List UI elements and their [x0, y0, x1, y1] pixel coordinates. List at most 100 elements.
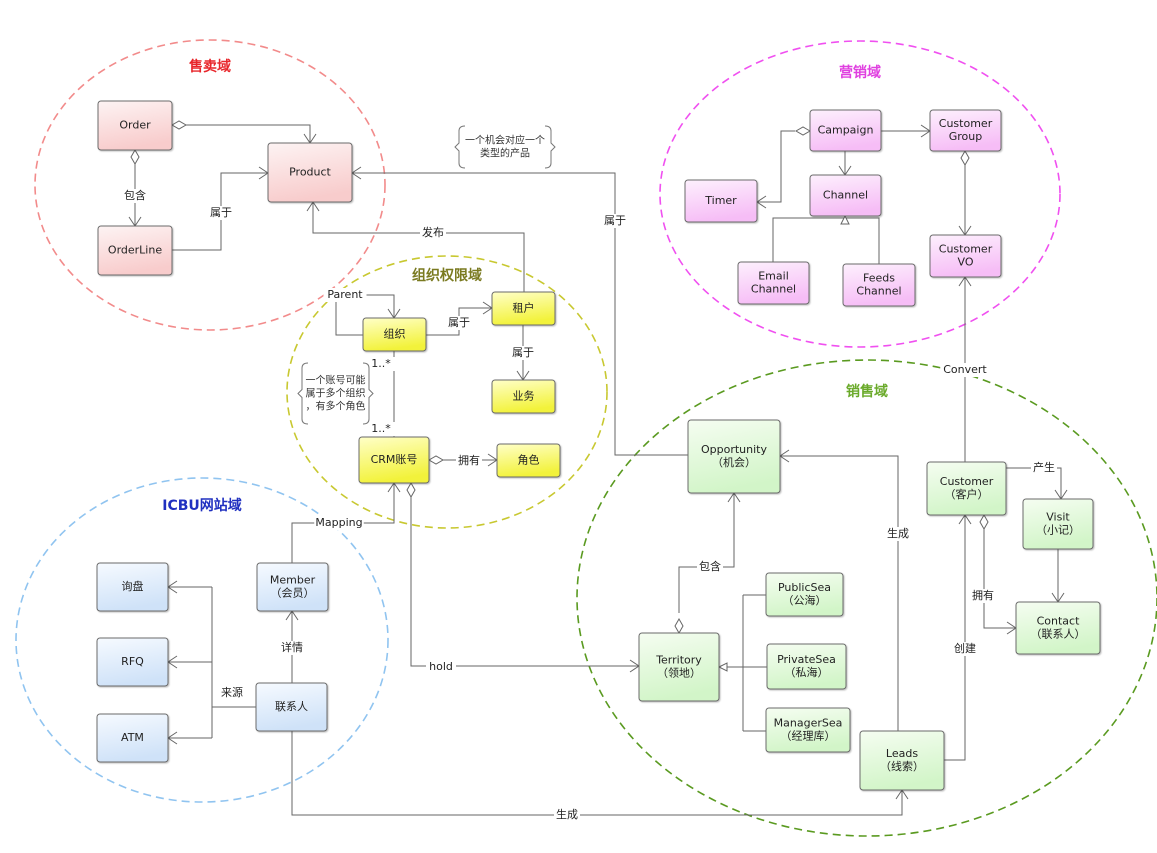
node-customer[interactable]: Customer（客户） [926, 461, 1007, 516]
connector [845, 217, 880, 264]
node-label: 组织 [384, 327, 406, 341]
edge-label-convert: Convert [943, 363, 987, 376]
node-visit[interactable]: Visit（小记） [1022, 498, 1094, 550]
node-label: PublicSea [778, 581, 831, 594]
domain-title: 组织权限域 [412, 267, 482, 284]
label-bg [279, 641, 305, 655]
node-label: 询盘 [122, 579, 144, 593]
node-box [929, 109, 1002, 152]
label-bg [366, 357, 396, 371]
connector [1006, 467, 1062, 499]
node-label: VO [958, 256, 974, 269]
node-label: Contact [1037, 615, 1080, 628]
edge-label-details: 详情 [281, 640, 303, 654]
node-manager-sea[interactable]: ManagerSea（经理库） [765, 707, 851, 753]
domain-sales: 销售域 [576, 359, 1157, 837]
node-label: RFQ [121, 655, 144, 668]
aggregation-diamond-icon [170, 120, 188, 130]
connector [757, 130, 795, 203]
node-business[interactable]: 业务 [491, 379, 556, 414]
note-line: 属于多个组织 [306, 387, 366, 400]
node-public-sea[interactable]: PublicSea（公海） [765, 572, 844, 617]
node-label: （领地） [657, 667, 701, 680]
note-line: 类型的产品 [480, 147, 530, 160]
aggregation-diamond-icon [406, 481, 416, 499]
edge-label-parent: Parent [327, 288, 363, 301]
connector [312, 202, 525, 292]
node-member[interactable]: Member（会员） [256, 562, 329, 612]
node-label: PrivateSea [777, 653, 836, 666]
node-label: （线索） [880, 759, 924, 773]
node-leads[interactable]: Leads（线索） [859, 730, 945, 791]
node-product[interactable]: Product [267, 142, 353, 203]
node-box [765, 572, 844, 617]
label-bg [420, 226, 446, 240]
node-icbu-contact[interactable]: 联系人 [255, 682, 328, 732]
node-box [96, 562, 169, 612]
node-box [496, 443, 561, 478]
node-opportunity[interactable]: Opportunity（机会） [687, 419, 781, 494]
node-label: （客户） [945, 487, 989, 501]
node-label: Visit [1046, 511, 1070, 524]
connector [291, 731, 903, 816]
node-box [638, 632, 720, 702]
node-inquiry[interactable]: 询盘 [96, 562, 169, 612]
node-box [96, 713, 169, 763]
label-bg [885, 527, 911, 541]
left-brace-icon [454, 125, 466, 169]
node-crm-account[interactable]: CRM账号 [358, 436, 430, 484]
node-rfq[interactable]: RFQ [96, 637, 169, 687]
node-contact[interactable]: Contact（联系人） [1015, 601, 1101, 655]
node-label: 角色 [518, 453, 540, 467]
node-atm[interactable]: ATM [96, 713, 169, 763]
node-box [358, 436, 430, 484]
node-channel[interactable]: Channel [809, 174, 882, 217]
aggregation-diamond-icon [960, 149, 970, 167]
node-timer[interactable]: Timer [684, 179, 758, 223]
edge-label-owns-role: 拥有 [458, 453, 480, 467]
node-territory[interactable]: Territory（领地） [638, 632, 720, 702]
node-label: Channel [823, 189, 868, 202]
node-box [687, 419, 781, 494]
node-label: Order [119, 119, 151, 132]
edge-label-hold: hold [429, 660, 453, 673]
label-bg [1031, 461, 1057, 475]
note-line: 一个机会对应一个 [465, 134, 545, 147]
node-tenant[interactable]: 租户 [491, 291, 556, 326]
connector [780, 455, 899, 731]
edge-label-generate-leads: 生成 [556, 807, 578, 821]
node-private-sea[interactable]: PrivateSea（私海） [766, 643, 847, 690]
node-orderline[interactable]: OrderLine [97, 225, 173, 276]
label-bg [456, 454, 482, 468]
node-label: 租户 [513, 301, 535, 315]
node-campaign[interactable]: Campaign [809, 109, 882, 152]
label-bg [314, 516, 364, 530]
label-bg [940, 363, 990, 377]
node-label: 业务 [513, 390, 535, 403]
node-box [809, 109, 882, 152]
node-label: Channel [856, 285, 901, 298]
node-label: 联系人 [275, 700, 308, 713]
node-label: Customer [940, 475, 994, 488]
node-box [765, 707, 851, 753]
label-bg [366, 422, 396, 436]
node-role[interactable]: 角色 [496, 443, 561, 478]
domain-sales-trade: 售卖域 [34, 39, 386, 331]
aggregation-diamond-icon [130, 148, 140, 166]
node-label: （公海） [783, 593, 827, 607]
aggregation-diamond-icon [979, 513, 989, 531]
node-box [859, 730, 945, 791]
edge-label-contains-territory: 包含 [699, 559, 721, 573]
node-org[interactable]: 组织 [362, 317, 427, 352]
label-bg [219, 686, 245, 700]
domain-org-permission: 组织权限域 [286, 255, 608, 529]
node-order[interactable]: Order [97, 100, 173, 151]
edge-label-mapping: Mapping [315, 516, 362, 529]
